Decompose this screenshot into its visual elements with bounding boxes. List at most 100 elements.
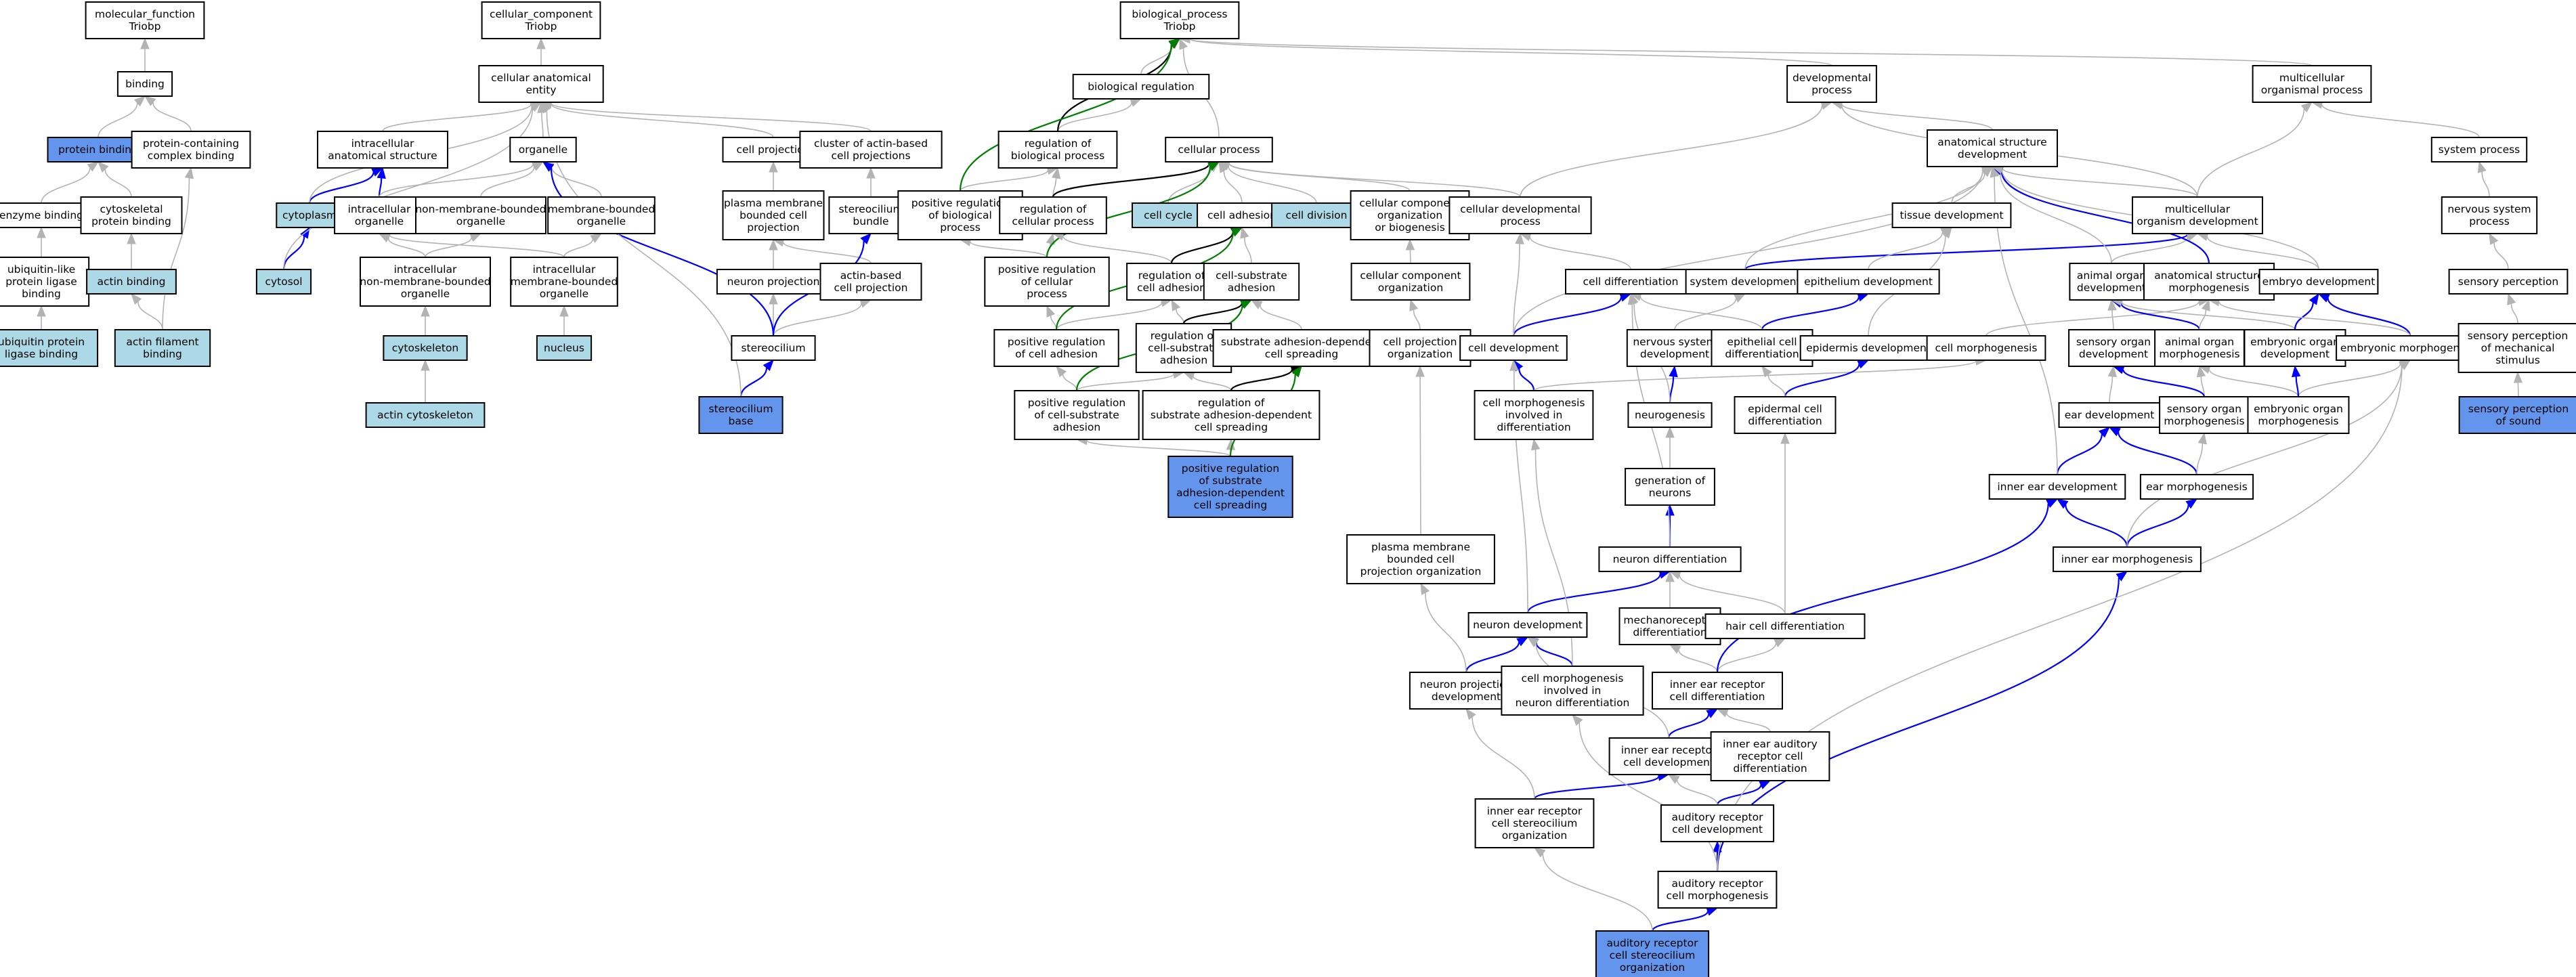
go-term-tissue-development[interactable]: tissue development bbox=[1891, 202, 2012, 228]
go-term-biological-regulation[interactable]: biological regulation bbox=[1072, 74, 1210, 100]
go-term-cell-differentiation[interactable]: cell differentiation bbox=[1565, 269, 1696, 295]
go-term-neuron-projection[interactable]: neuron projection bbox=[716, 269, 831, 295]
go-term-binding[interactable]: binding bbox=[116, 71, 173, 97]
go-term-neurogenesis[interactable]: neurogenesis bbox=[1627, 402, 1713, 428]
go-term-cell-morphogenesis[interactable]: cell morphogenesis bbox=[1926, 335, 2046, 361]
go-term-cytoplasm[interactable]: cytoplasm bbox=[276, 202, 343, 228]
go-term-neuron-development[interactable]: neuron development bbox=[1467, 612, 1588, 638]
edge-arrowhead bbox=[769, 292, 778, 305]
go-term-embryo-development[interactable]: embryo development bbox=[2258, 269, 2379, 295]
go-term-ear-morphogenesis[interactable]: ear morphogenesis bbox=[2139, 474, 2254, 500]
term-box bbox=[1799, 335, 1937, 361]
go-term-epidermis-development[interactable]: epidermis development bbox=[1799, 335, 1937, 361]
go-term-inner-ear-morphogenesis[interactable]: inner ear morphogenesis bbox=[2053, 546, 2202, 572]
go-term-cytosol[interactable]: cytosol bbox=[255, 269, 312, 295]
go-term-organelle[interactable]: organelle bbox=[509, 137, 577, 162]
go-term-cytoskeleton[interactable]: cytoskeleton bbox=[383, 335, 468, 361]
go-term-stereocilium[interactable]: stereocilium bbox=[731, 335, 816, 361]
go-term-sensory-perception[interactable]: sensory perception bbox=[2448, 269, 2569, 295]
go-term-cell-development[interactable]: cell development bbox=[1459, 335, 1568, 361]
go-term-system-process[interactable]: system process bbox=[2430, 137, 2528, 162]
go-term-inner-ear-development[interactable]: inner ear development bbox=[1988, 474, 2126, 500]
go-term-enzyme-binding[interactable]: enzyme binding bbox=[0, 202, 90, 228]
go-term-cellular-process[interactable]: cellular process bbox=[1165, 137, 1273, 162]
term-label-line: epithelial cell bbox=[1727, 336, 1797, 348]
go-term-cell-division[interactable]: cell division bbox=[1271, 202, 1362, 228]
term-label-line: differentiation bbox=[1633, 626, 1706, 638]
go-term-system-development[interactable]: system development bbox=[1685, 269, 1805, 295]
go-term-nucleus[interactable]: nucleus bbox=[536, 335, 593, 361]
go-term-ear-development[interactable]: ear development bbox=[2058, 402, 2161, 428]
go-term-epithelium-development[interactable]: epithelium development bbox=[1797, 269, 1940, 295]
go-term-cell-cycle[interactable]: cell cycle bbox=[1132, 202, 1205, 228]
go-term-hair-cell-differentiation[interactable]: hair cell differentiation bbox=[1704, 613, 1866, 639]
edge-line bbox=[2126, 504, 2189, 548]
go-term-actin-cytoskeleton[interactable]: actin cytoskeleton bbox=[365, 402, 486, 428]
go-term-neuron-differentiation[interactable]: neuron differentiation bbox=[1598, 546, 1742, 572]
go-term-actin-binding[interactable]: actin binding bbox=[86, 269, 177, 295]
